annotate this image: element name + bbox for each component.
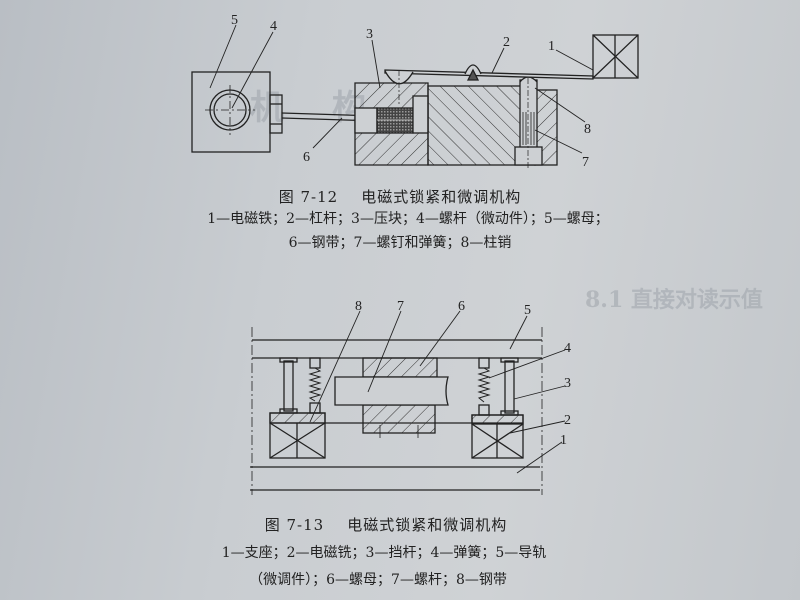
bleed-through-chapter: 机 构 bbox=[250, 88, 384, 128]
fig12-label-4: 4 bbox=[270, 19, 277, 34]
fig13-label-2: 2 bbox=[564, 413, 571, 428]
fig13-label-7: 7 bbox=[397, 299, 404, 314]
fig12-label-7: 7 bbox=[582, 155, 589, 170]
fig13-label-5: 5 bbox=[524, 303, 531, 318]
fig13-label-4: 4 bbox=[564, 341, 571, 356]
fig13-label-3: 3 bbox=[564, 376, 571, 391]
figure-7-12-title: 电磁式锁紧和微调机构 bbox=[361, 188, 522, 206]
fig13-label-1: 1 bbox=[560, 433, 567, 448]
stop-rod-3-left bbox=[283, 360, 294, 412]
fig12-label-6: 6 bbox=[303, 150, 310, 165]
spring-4-left bbox=[308, 367, 322, 402]
fig12-label-8: 8 bbox=[584, 122, 591, 137]
spring-4-right bbox=[477, 367, 491, 403]
screw-4-inner bbox=[213, 93, 247, 127]
figure-7-13-caption: 图 7-13 电磁式锁紧和微调机构 bbox=[0, 514, 786, 535]
fig12-label-2: 2 bbox=[503, 35, 510, 50]
figure-7-12-caption: 图 7-12 电磁式锁紧和微调机构 bbox=[0, 186, 800, 207]
fig13-label-8: 8 bbox=[355, 299, 362, 314]
fig13-label-6: 6 bbox=[458, 299, 465, 314]
figure-7-12-number: 图 7-12 bbox=[278, 188, 339, 206]
figure-7-12-legend-line2: 6—钢带；7—螺钉和弹簧；8—柱销 bbox=[288, 235, 512, 251]
fig12-label-3: 3 bbox=[366, 27, 373, 42]
nut-6-lower bbox=[362, 404, 436, 434]
figure-7-13-legend-line1: 1—支座；2—电磁铣；3—挡杆；4—弹簧；5—导轨 bbox=[221, 545, 547, 561]
fig12-label-1: 1 bbox=[548, 39, 555, 54]
figure-7-13-title: 电磁式锁紧和微调机构 bbox=[347, 516, 508, 534]
screw-7 bbox=[334, 376, 449, 406]
figure-7-12-legend-line1: 1—电磁铁；2—杠杆；3—压块；4—螺杆（微动件）；5—螺母； bbox=[207, 211, 609, 227]
bleed-through-heading: 8.1 直接对读示值 bbox=[585, 287, 763, 313]
fig12-label-5: 5 bbox=[231, 13, 238, 28]
screw-spring-7 bbox=[514, 146, 543, 166]
figure-7-13-number: 图 7-13 bbox=[264, 516, 325, 534]
figure-7-13-legend-line2: （微调件）；6—螺母；7—螺杆；8—钢带 bbox=[249, 572, 507, 588]
stop-rod-3-right bbox=[504, 360, 515, 414]
nut-6-upper bbox=[362, 357, 438, 378]
